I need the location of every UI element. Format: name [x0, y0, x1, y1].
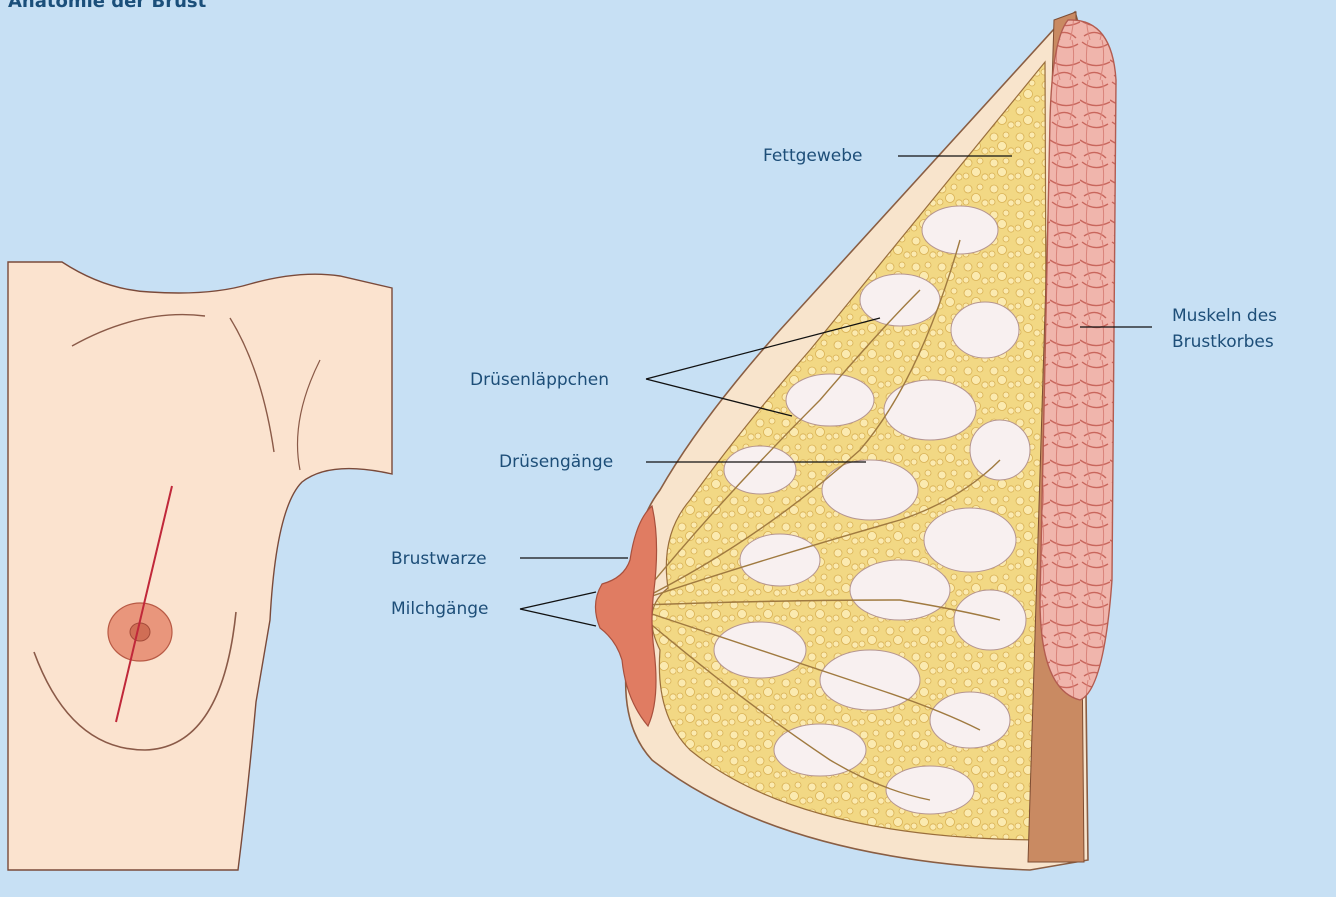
label-druesengaenge: Drüsengänge	[499, 451, 613, 473]
label-milchgaenge: Milchgänge	[391, 598, 488, 620]
torso-skin	[8, 262, 392, 870]
torso-figure	[8, 262, 392, 870]
label-brustwarze: Brustwarze	[391, 548, 487, 570]
label-fettgewebe: Fettgewebe	[763, 145, 863, 167]
breast-cross-section	[595, 12, 1116, 870]
chest-muscle	[1040, 20, 1116, 700]
label-muskeln-line1: Muskeln des	[1172, 305, 1277, 327]
label-druesenlaeppchen: Drüsenläppchen	[470, 369, 609, 391]
page-title: Anatomie der Brust	[8, 0, 206, 12]
label-muskeln-line2: Brustkorbes	[1172, 331, 1274, 353]
